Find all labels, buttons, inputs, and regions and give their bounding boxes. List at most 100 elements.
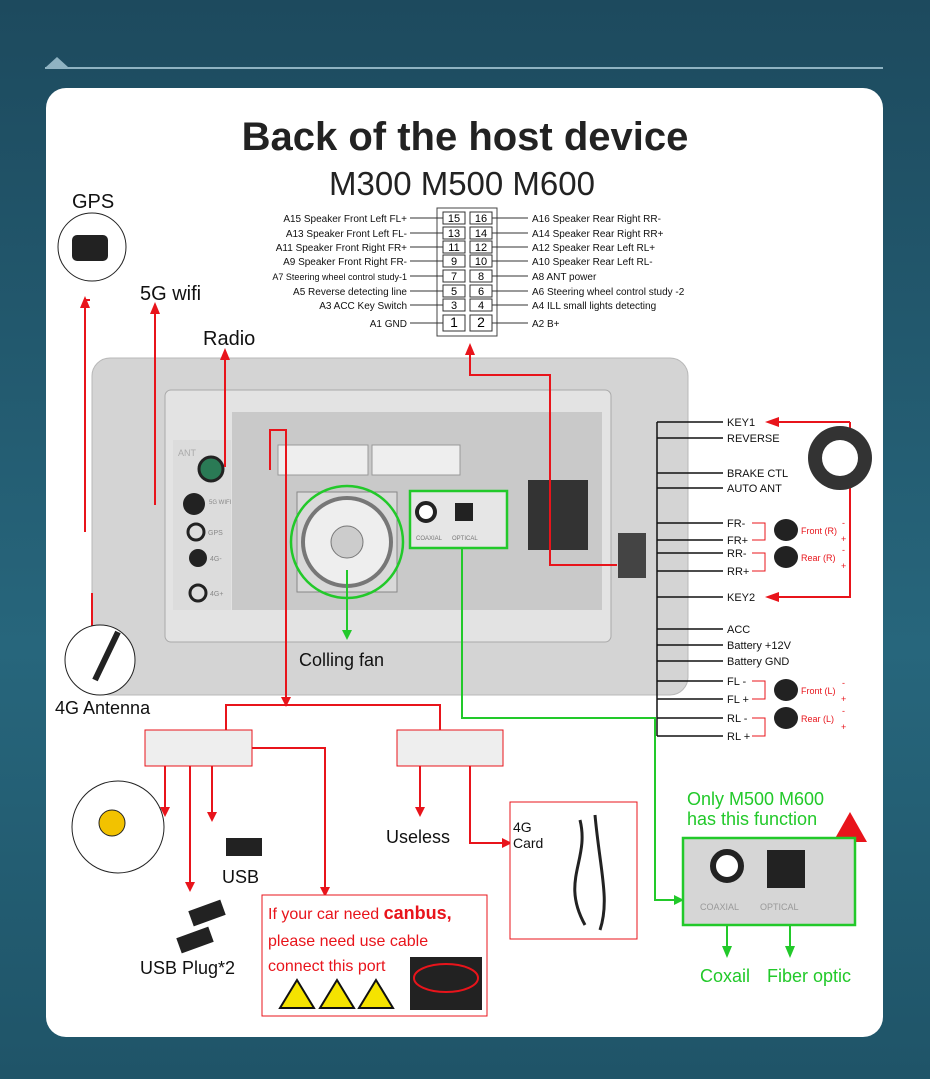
harness-label: FL +	[727, 694, 749, 706]
harness-label: RR+	[727, 566, 749, 578]
page-subtitle: M300 M500 M600	[329, 165, 595, 202]
harness-label: FR-	[727, 518, 746, 530]
speaker-label: Front (L)	[801, 686, 836, 696]
pin-number: 9	[451, 256, 457, 268]
pin-label-right: A10 Speaker Rear Left RL-	[532, 257, 653, 268]
coaxial-label: COAXIAL	[416, 536, 443, 542]
pin-number: 7	[451, 271, 457, 283]
speaker-bracket	[752, 522, 766, 541]
4g-antenna-callout: 4G Antenna	[55, 698, 151, 718]
4g-card-box	[509, 801, 638, 940]
canbus-port-highlight	[413, 963, 479, 993]
radio-callout: Radio	[203, 328, 255, 350]
optical-port-closeup	[767, 850, 805, 888]
4g-minus-label: 4G-	[210, 556, 222, 563]
useless-plug-connector	[396, 729, 504, 767]
polarity-minus: -	[842, 678, 845, 688]
4g-card-line2: Card	[513, 835, 543, 851]
pin-label-left: A3 ACC Key Switch	[319, 301, 407, 312]
speaker-icon	[774, 546, 798, 568]
pin-number: 12	[475, 242, 487, 254]
usb-connector-socket	[277, 444, 369, 476]
gps-port-label: GPS	[208, 530, 223, 537]
ant-label: ANT	[178, 448, 197, 458]
harness-label: Battery +12V	[727, 640, 792, 652]
gps-port	[186, 522, 206, 542]
4g-card-line1: 4G	[513, 819, 532, 835]
steering-wheel-center	[822, 440, 858, 476]
pin-number: 2	[477, 314, 485, 330]
harness-label: Battery GND	[727, 656, 789, 668]
pin-number: 16	[475, 213, 487, 225]
usb-plug-1	[188, 899, 226, 927]
canbus-connector-socket	[371, 444, 461, 476]
pin-label-left: A11 Speaker Front Right FR+	[276, 243, 407, 254]
4g-plus-port	[188, 583, 208, 603]
polarity-plus: +	[841, 561, 846, 571]
optical-label: OPTICAL	[452, 536, 478, 542]
harness-label: ACC	[727, 624, 750, 636]
pin-number: 5	[451, 286, 457, 298]
polarity-minus: -	[842, 518, 845, 528]
pin-label-right: A14 Speaker Rear Right RR+	[532, 229, 664, 240]
harness-label: RL -	[727, 713, 748, 725]
pin-label-right: A16 Speaker Rear Right RR-	[532, 214, 661, 225]
pin-number: 11	[448, 242, 459, 254]
top-divider	[45, 67, 883, 69]
pin-label-right: A4 ILL small lights detecting	[532, 301, 656, 312]
speaker-bracket	[752, 680, 766, 700]
fiber-optic-callout: Fiber optic	[767, 966, 851, 986]
optical-port	[455, 503, 473, 521]
harness-label: KEY2	[727, 592, 755, 604]
speaker-bracket	[752, 552, 766, 572]
4g-cable-image	[573, 814, 606, 931]
canbus-line3: connect this port	[268, 958, 386, 975]
warning-icon	[278, 978, 316, 1009]
harness-label: KEY1	[727, 417, 755, 429]
harness-label: REVERSE	[727, 433, 780, 445]
main-harness-socket	[528, 480, 588, 550]
rca-plug	[98, 809, 126, 837]
harness-label: FR+	[727, 535, 748, 547]
speaker-icon	[774, 679, 798, 701]
4g-plus-label: 4G+	[210, 591, 223, 598]
pin-number: 14	[475, 228, 487, 240]
polarity-plus: +	[841, 722, 846, 732]
pin-number: 6	[478, 286, 484, 298]
pin-label-right: A8 ANT power	[532, 272, 597, 283]
pin-number: 15	[448, 213, 460, 225]
usb-callout: USB	[222, 867, 259, 887]
only-note-line2: has this function	[687, 809, 817, 829]
pin-number: 10	[475, 256, 487, 268]
useless-callout: Useless	[386, 827, 450, 847]
pin-label-left: A13 Speaker Front Left FL-	[286, 229, 407, 240]
pin-number: 1	[450, 314, 458, 330]
pin-number: 8	[478, 271, 484, 283]
usb-plug-callout: USB Plug*2	[140, 958, 235, 978]
red-arrowheads	[80, 296, 779, 897]
polarity-plus: +	[841, 534, 846, 544]
pin-number: 4	[478, 300, 484, 312]
coaxial-port	[415, 501, 437, 523]
warning-icon	[357, 978, 395, 1009]
4g-antenna	[92, 630, 121, 682]
pin-label-right: A2 B+	[532, 319, 560, 330]
pin-label-left: A5 Reverse detecting line	[293, 287, 407, 298]
speaker-label: Front (R)	[801, 526, 837, 536]
fan-callout: Colling fan	[299, 650, 384, 670]
pin-label-left: A1 GND	[370, 319, 407, 330]
gps-module	[72, 235, 108, 261]
gps-callout: GPS	[72, 191, 114, 213]
polarity-plus: +	[841, 694, 846, 704]
coaxial-port-closeup	[710, 849, 744, 883]
fan-hub	[330, 525, 364, 559]
canbus-line1: If your car need canbus,	[268, 903, 452, 923]
pin-number: 3	[451, 300, 457, 312]
pin-number: 13	[448, 228, 460, 240]
harness-label: RR-	[727, 548, 747, 560]
green-arrowheads	[342, 630, 795, 958]
wifi-port-label: 5G WIFI	[209, 500, 232, 506]
harness-label: RL +	[727, 731, 750, 743]
radio-port	[197, 455, 225, 483]
